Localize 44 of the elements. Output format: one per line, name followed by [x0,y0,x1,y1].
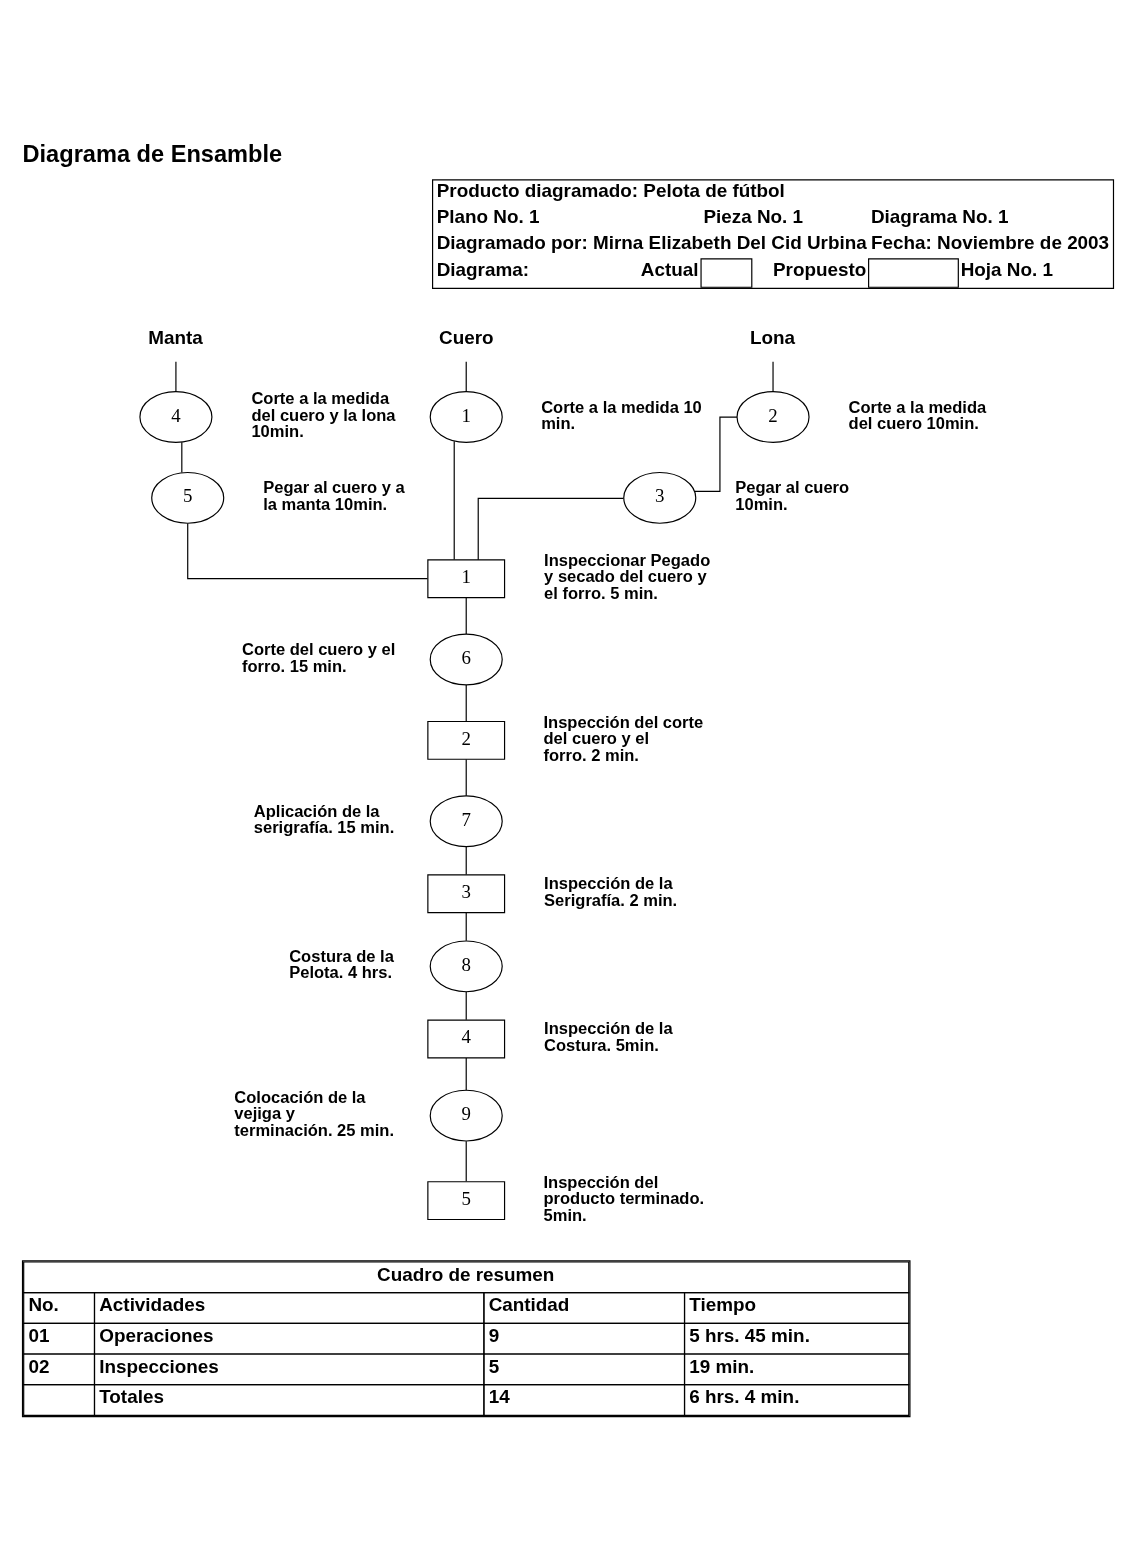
node-label: Inspección de la Costura. 5min. [544,1018,673,1055]
node-label: Inspección de la Serigrafía. 2 min. [544,873,678,910]
label: Cantidad [488,1293,570,1315]
node-label: Corte a la medida del cuero 10min. [848,397,987,433]
diagram-title: Diagrama de Ensamble [22,140,283,167]
label: 02 [28,1355,50,1377]
node-label: Corte a la medida del cuero y la lona 10min. [251,388,396,441]
label: Producto diagramado: Pelota de fútbol [436,179,785,201]
node-label: Inspección del producto terminado. 5min. [543,1172,705,1225]
label: Diagrama: [436,258,530,280]
label: 6 hrs. 4 min. [689,1385,800,1407]
node-label: Corte a la medida 10 min. [541,397,702,433]
node-label: Costura de la Pelota. 4 hrs. [289,946,394,982]
label: 14 [488,1385,510,1407]
label: Hoja No. 1 [960,258,1053,280]
node-label: Aplicación de la serigrafía. 15 min. [253,801,395,837]
label: 5 hrs. 45 min. [689,1324,810,1346]
label: Plano No. 1 [436,205,540,227]
node-label: Inspeccionar Pegado y secado del cuero y el forro. 5 min. [544,550,711,603]
node-text: Manta [148,326,203,348]
label: Fecha: Noviembre de 2003 [870,231,1110,253]
node-text: Lona [750,326,796,348]
label: Actividades [99,1293,206,1315]
label: 9 [488,1324,500,1346]
node-text: Cuero [439,326,494,348]
label: Actual [640,258,699,280]
label: 01 [28,1324,50,1346]
label: Propuesto [773,258,867,280]
label: Totales [99,1385,164,1407]
label: Diagrama No. 1 [870,205,1009,227]
label: Diagramado por: Mirna Elizabeth Del Cid Urbina [436,231,867,253]
label: No. [28,1293,59,1315]
node-label: Colocación de la vejiga y terminación. 25 min. [234,1087,395,1140]
label: Inspecciones [99,1355,219,1377]
node-label: Inspección del corte del cuero y el forro. 2 min. [543,712,704,765]
label: 5 [488,1355,500,1377]
label: Tiempo [689,1293,757,1315]
node-label: Pegar al cuero y a la manta 10min. [263,477,405,514]
label: Pieza No. 1 [703,205,804,227]
label: Cuadro de resumen [377,1263,555,1285]
node-label: Corte del cuero y el forro. 15 min. [242,639,396,676]
label: Operaciones [99,1324,214,1346]
label: 19 min. [689,1355,755,1377]
node-label: Pegar al cuero 10min. [735,477,850,514]
